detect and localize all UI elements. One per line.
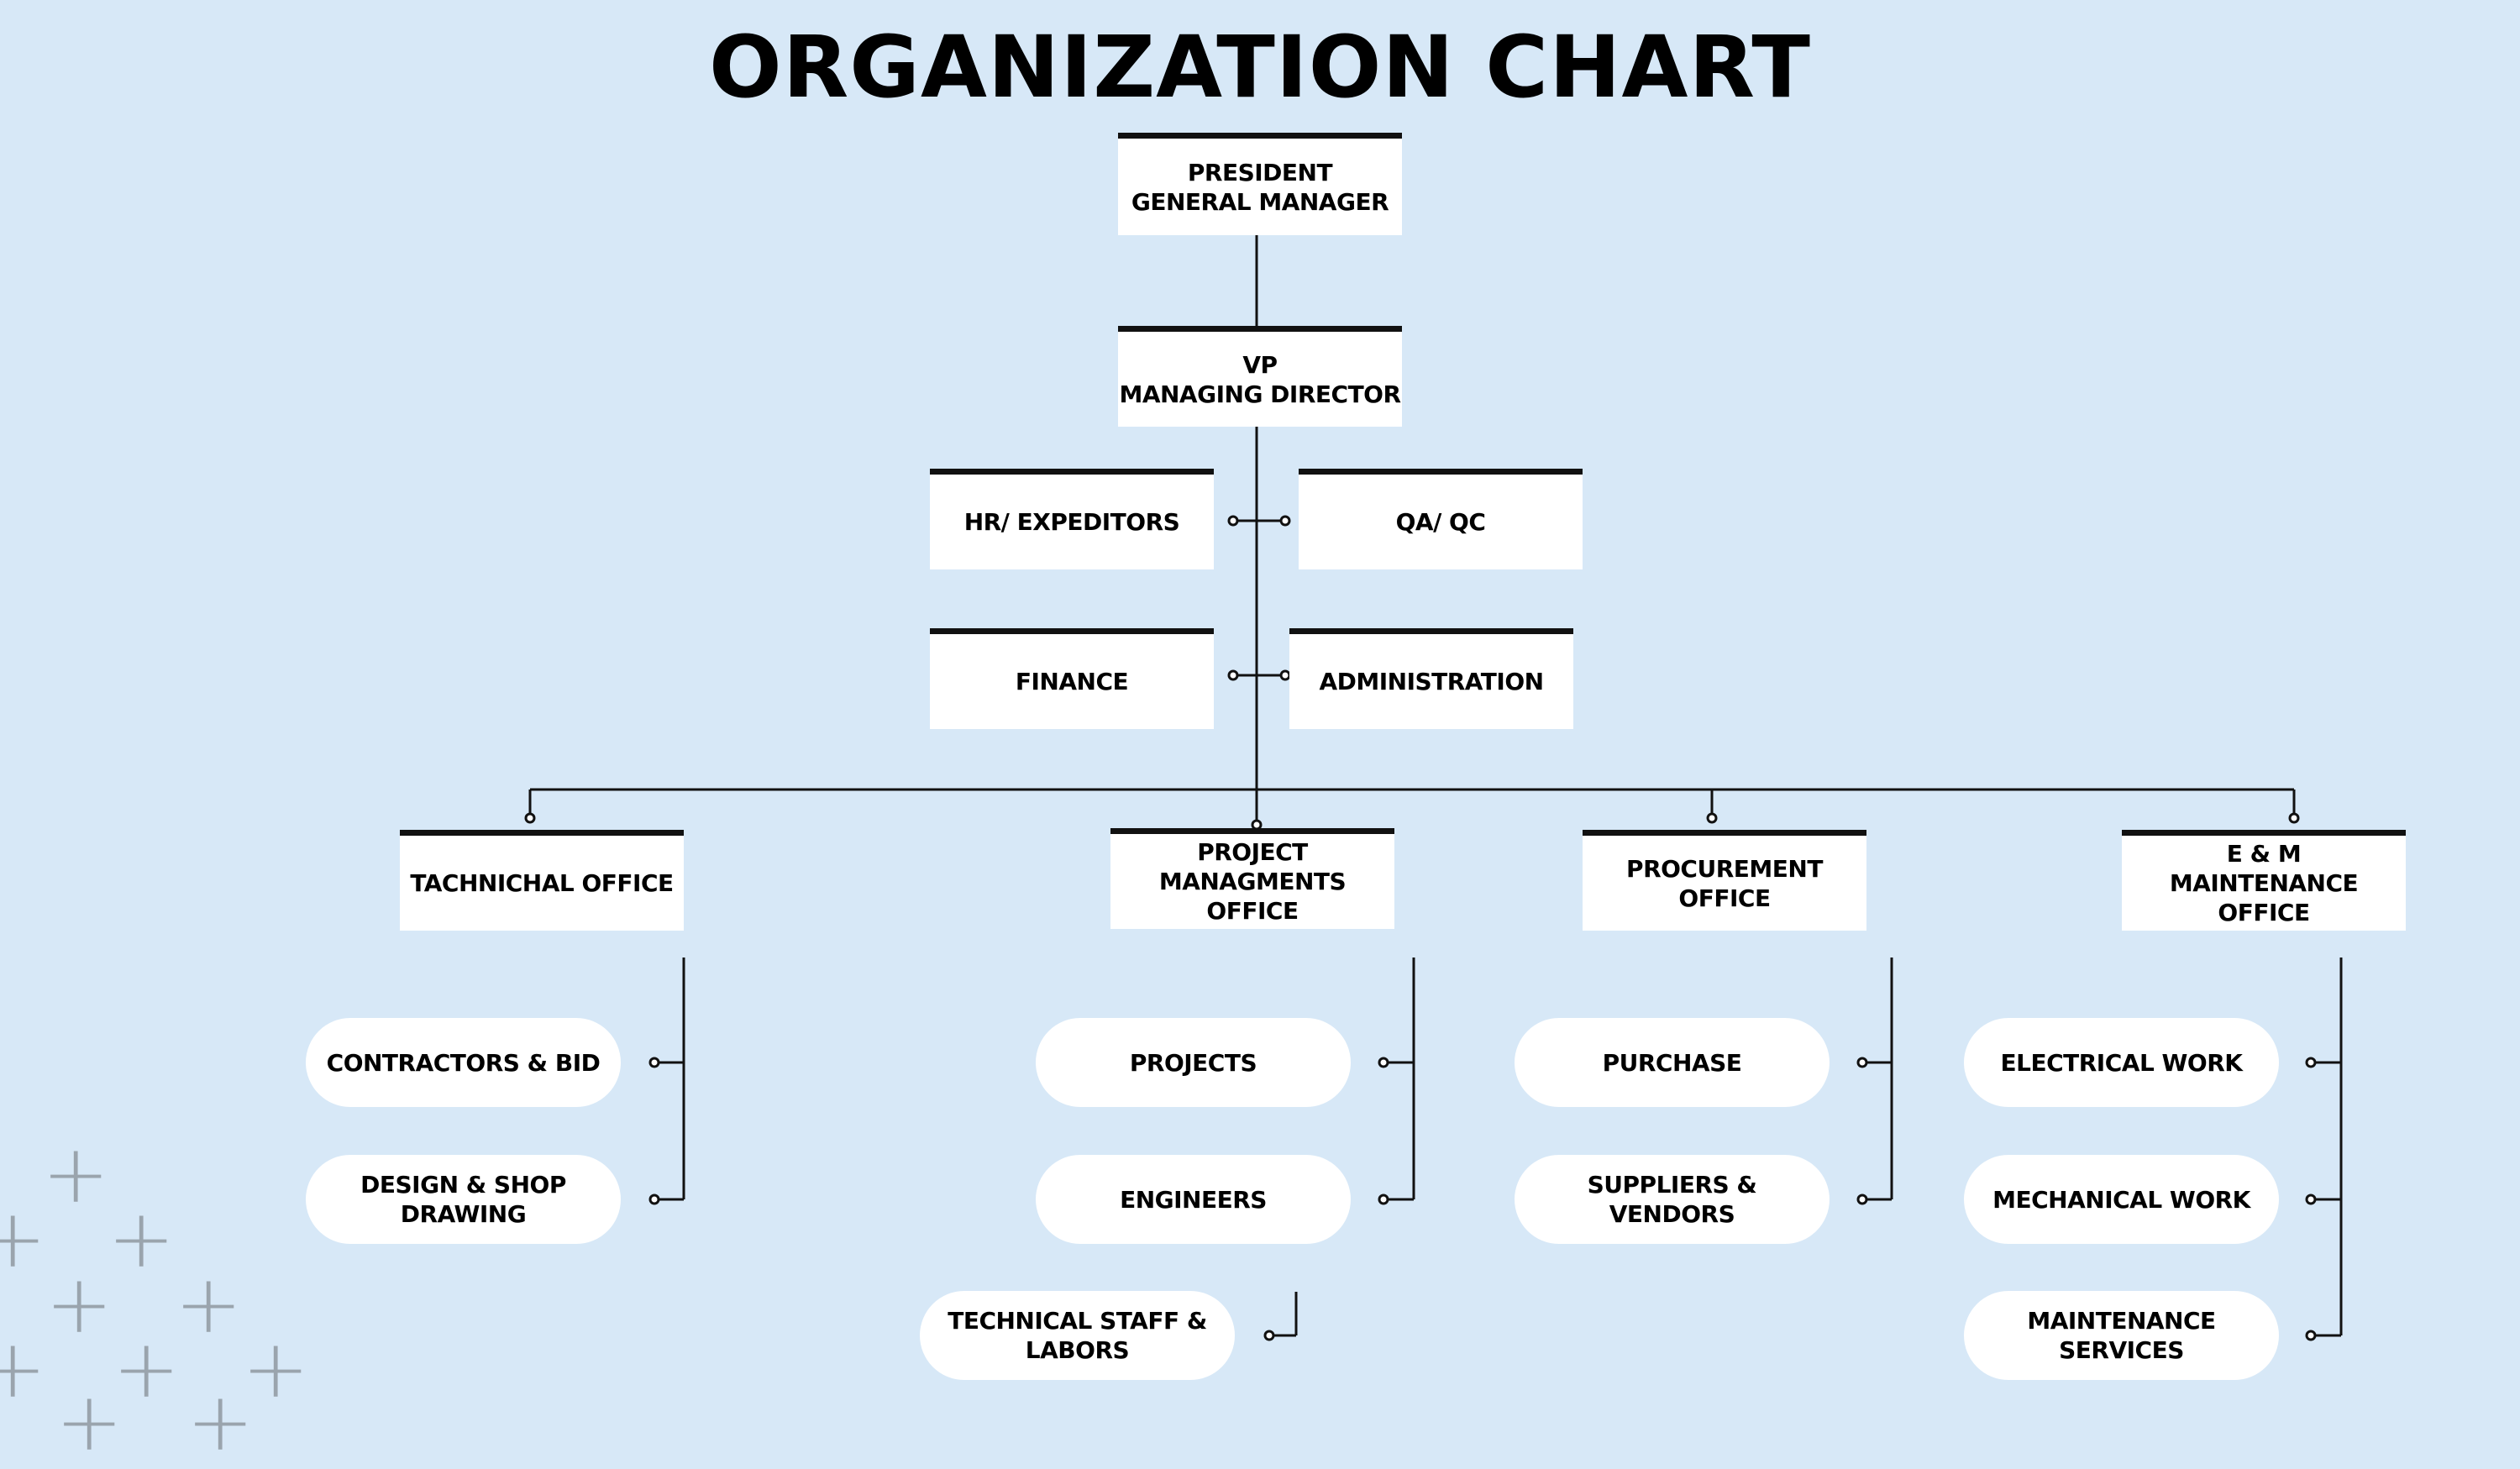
plus-icon: + xyxy=(242,1322,310,1416)
plus-icon: + xyxy=(108,1192,176,1286)
subunit-design-shop-drawing: DESIGN & SHOP DRAWING xyxy=(306,1155,621,1244)
subunit-purchase: PURCHASE xyxy=(1515,1018,1830,1107)
subunit-technical-staff-labors: TECHNICAL STAFF & LABORS xyxy=(920,1291,1235,1380)
connector-dot xyxy=(2305,1330,2317,1341)
connector-dot xyxy=(1263,1330,1275,1341)
connector-dot xyxy=(1378,1194,1389,1205)
connector-dot xyxy=(1279,515,1291,527)
node-finance: FINANCE xyxy=(930,628,1214,729)
node-hr-expeditors: HR/ EXPEDITORS xyxy=(930,469,1214,569)
connector-dot xyxy=(2288,812,2300,824)
connector-dot xyxy=(1227,515,1239,527)
connector-dot xyxy=(524,812,536,824)
connector-dot xyxy=(1706,812,1718,824)
connector-dot xyxy=(2305,1057,2317,1068)
connector-dot xyxy=(1378,1057,1389,1068)
connector-dot xyxy=(1856,1057,1868,1068)
subunit-engineers: ENGINEERS xyxy=(1036,1155,1351,1244)
subunit-contractors-bid: CONTRACTORS & BID xyxy=(306,1018,621,1107)
subunit-maintenance-services: MAINTENANCE SERVICES xyxy=(1964,1291,2279,1380)
connector-dot xyxy=(2305,1194,2317,1205)
node-em-maintenance-office: E & M MAINTENANCE OFFICE xyxy=(2122,830,2406,931)
connector-dot xyxy=(648,1194,660,1205)
connector-lines xyxy=(524,235,2343,1341)
node-technical-office: TACHNICHAL OFFICE xyxy=(400,830,684,931)
org-chart-canvas: ORGANIZATION CHART PRESIDENT GENERAL MAN… xyxy=(0,18,2406,1462)
plus-icon: + xyxy=(0,1192,47,1286)
node-president: PRESIDENT GENERAL MANAGER xyxy=(1118,133,1402,235)
plus-icon: + xyxy=(45,1257,113,1351)
subunit-suppliers-vendors: SUPPLIERS & VENDORS xyxy=(1515,1155,1830,1244)
plus-icon: + xyxy=(186,1375,255,1469)
subunit-mechanical-work: MECHANICAL WORK xyxy=(1964,1155,2279,1244)
node-administration: ADMINISTRATION xyxy=(1289,628,1573,729)
node-vp: VP MANAGING DIRECTOR xyxy=(1118,326,1402,427)
plus-icon: + xyxy=(113,1322,181,1416)
connector-dot xyxy=(1856,1194,1868,1205)
connector-dot xyxy=(1227,669,1239,681)
connector-dot xyxy=(1279,669,1291,681)
plus-icon: + xyxy=(175,1257,243,1351)
plus-icon: + xyxy=(55,1375,123,1469)
connector-dot xyxy=(648,1057,660,1068)
chart-title: ORGANIZATION CHART xyxy=(708,18,1812,118)
node-qa-qc: QA/ QC xyxy=(1299,469,1583,569)
plus-icon: + xyxy=(42,1127,110,1221)
node-project-managements-office: PROJECT MANAGMENTS OFFICE xyxy=(1110,828,1394,929)
subunit-electrical-work: ELECTRICAL WORK xyxy=(1964,1018,2279,1107)
node-procurement-office: PROCUREMENT OFFICE xyxy=(1583,830,1866,931)
subunit-projects: PROJECTS xyxy=(1036,1018,1351,1107)
plus-icon: + xyxy=(0,1322,47,1416)
